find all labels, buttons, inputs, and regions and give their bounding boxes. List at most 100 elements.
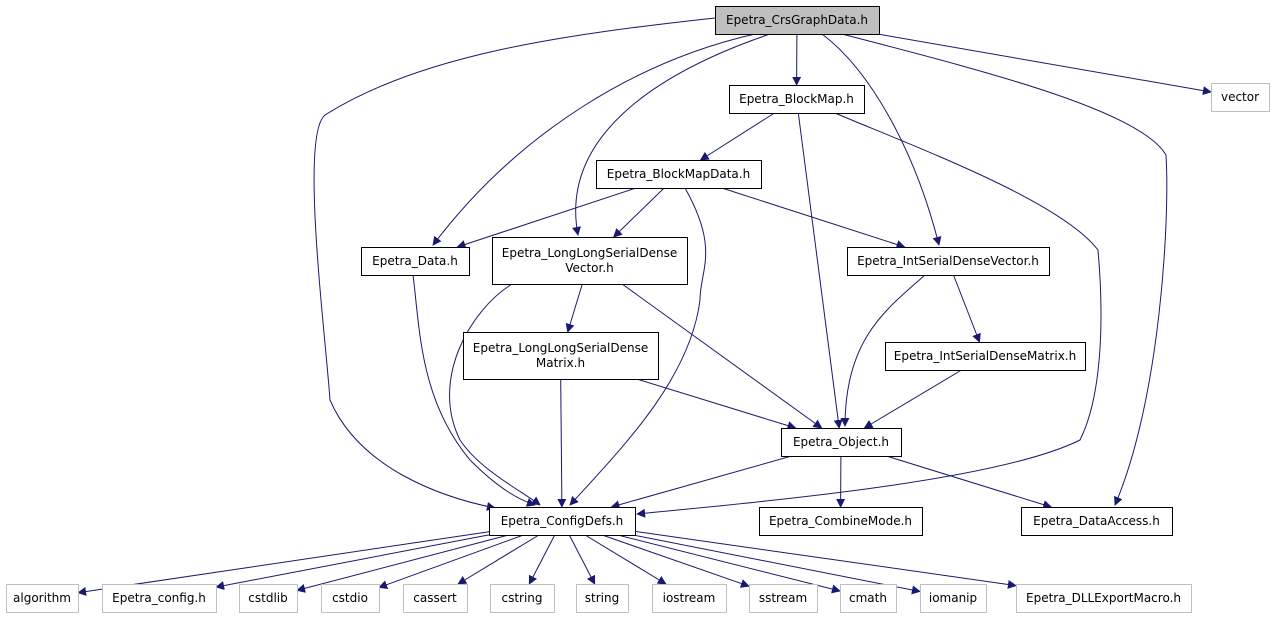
node-label: cassert — [413, 591, 457, 605]
node-string[interactable]: string — [576, 584, 629, 613]
edge-arrow — [633, 534, 921, 595]
node-box[interactable] — [361, 247, 470, 276]
edge-llvec-to-object — [621, 283, 823, 429]
node-box[interactable] — [463, 332, 659, 380]
edge-arrow — [636, 112, 1102, 518]
edge-arrow — [721, 187, 906, 249]
edge-llmat-to-object — [636, 378, 797, 430]
node-cstdlib[interactable]: cstdlib — [239, 584, 298, 613]
node-label: Epetra_CombineMode.h — [769, 514, 912, 528]
edge-arrow — [877, 33, 1212, 96]
node-cstring[interactable]: cstring — [490, 584, 555, 613]
node-box[interactable] — [1016, 584, 1192, 613]
node-box[interactable] — [492, 237, 688, 285]
node-dataaccess[interactable]: Epetra_DataAccess.h — [1021, 507, 1173, 536]
edge-arrow — [841, 33, 1168, 506]
node-label: Epetra_IntSerialDenseVector.h — [857, 254, 1039, 268]
edge-arrow — [457, 534, 540, 585]
node-box[interactable] — [840, 584, 897, 613]
node-data[interactable]: Epetra_Data.h — [361, 247, 470, 276]
edge-root-to-llvec — [572, 33, 771, 236]
node-box[interactable] — [729, 85, 865, 114]
edge-intmat-to-object — [863, 369, 962, 429]
edge-configdefs-to-iomanip — [633, 534, 921, 595]
node-algorithm[interactable]: algorithm — [6, 584, 79, 613]
node-blockmap[interactable]: Epetra_BlockMap.h — [729, 85, 865, 114]
node-box[interactable] — [576, 584, 629, 613]
node-label: cstdio — [332, 591, 368, 605]
node-label: sstream — [759, 591, 807, 605]
node-label: algorithm — [13, 591, 71, 605]
edge-llvec-to-llmat — [565, 283, 583, 333]
node-root[interactable]: Epetra_CrsGraphData.h — [715, 6, 880, 35]
node-label: Epetra_config.h — [112, 591, 206, 605]
node-dllexport[interactable]: Epetra_DLLExportMacro.h — [1016, 584, 1192, 613]
node-box[interactable] — [885, 342, 1086, 371]
node-object[interactable]: Epetra_Object.h — [781, 428, 902, 457]
node-label: Epetra_BlockMap.h — [739, 92, 854, 106]
node-box[interactable] — [749, 584, 818, 613]
node-label: Epetra_DataAccess.h — [1033, 514, 1160, 528]
node-box[interactable] — [596, 160, 762, 189]
node-iostream[interactable]: iostream — [652, 584, 727, 613]
edge-blockmap-to-blockmapdata — [699, 112, 775, 161]
node-epconfig[interactable]: Epetra_config.h — [102, 584, 217, 613]
node-cassert[interactable]: cassert — [403, 584, 468, 613]
node-label: iostream — [663, 591, 716, 605]
node-label: cmath — [849, 591, 887, 605]
node-box[interactable] — [759, 507, 923, 536]
node-cstdio[interactable]: cstdio — [321, 584, 380, 613]
node-box[interactable] — [847, 247, 1050, 276]
edge-arrow — [432, 33, 756, 246]
edge-arrow — [797, 112, 843, 429]
node-box[interactable] — [781, 428, 902, 457]
node-box[interactable] — [715, 6, 880, 35]
edge-arrow — [602, 534, 750, 588]
edge-arrow — [569, 187, 707, 506]
edge-arrow — [77, 531, 490, 596]
node-box[interactable] — [1021, 507, 1173, 536]
node-label: Epetra_DLLExportMacro.h — [1026, 591, 1181, 605]
node-box[interactable] — [490, 584, 555, 613]
edge-arrow — [610, 455, 792, 510]
edge-arrow — [634, 530, 1017, 589]
edge-configdefs-to-algorithm — [77, 531, 490, 596]
node-sstream[interactable]: sstream — [749, 584, 818, 613]
node-box[interactable] — [403, 584, 468, 613]
node-box[interactable] — [321, 584, 380, 613]
edge-arrow — [572, 33, 771, 236]
node-label: Epetra_BlockMapData.h — [607, 167, 750, 181]
node-intmat[interactable]: Epetra_IntSerialDenseMatrix.h — [885, 342, 1086, 371]
edge-configdefs-to-sstream — [602, 534, 750, 588]
node-label: Epetra_ConfigDefs.h — [501, 514, 624, 528]
edge-blockmapdata-to-llvec — [613, 187, 665, 238]
edge-arrow — [617, 534, 841, 594]
edge-arrow — [699, 112, 775, 161]
node-box[interactable] — [239, 584, 298, 613]
edge-root-to-data — [432, 33, 756, 246]
edge-object-to-configdefs — [610, 455, 792, 510]
edge-blockmap-to-object — [797, 112, 843, 429]
node-label: Epetra_Object.h — [793, 435, 889, 449]
node-blockmapdata[interactable]: Epetra_BlockMapData.h — [596, 160, 762, 189]
edge-arrow — [568, 534, 596, 585]
edge-arrow — [953, 274, 981, 343]
edge-root-to-configdefs — [313, 17, 716, 511]
node-iomanip[interactable]: iomanip — [920, 584, 987, 613]
node-configdefs[interactable]: Epetra_ConfigDefs.h — [489, 507, 636, 536]
node-box[interactable] — [6, 584, 79, 613]
node-intvec[interactable]: Epetra_IntSerialDenseVector.h — [847, 247, 1050, 276]
node-box[interactable] — [652, 584, 727, 613]
node-combinemode[interactable]: Epetra_CombineMode.h — [759, 507, 923, 536]
node-box[interactable] — [1211, 83, 1270, 112]
node-vector[interactable]: vector — [1211, 83, 1270, 112]
node-box[interactable] — [489, 507, 636, 536]
node-box[interactable] — [920, 584, 987, 613]
node-box[interactable] — [102, 584, 217, 613]
edges-layer — [77, 17, 1212, 596]
edge-blockmapdata-to-data — [456, 187, 637, 249]
node-cmath[interactable]: cmath — [840, 584, 897, 613]
node-label: iomanip — [929, 591, 977, 605]
